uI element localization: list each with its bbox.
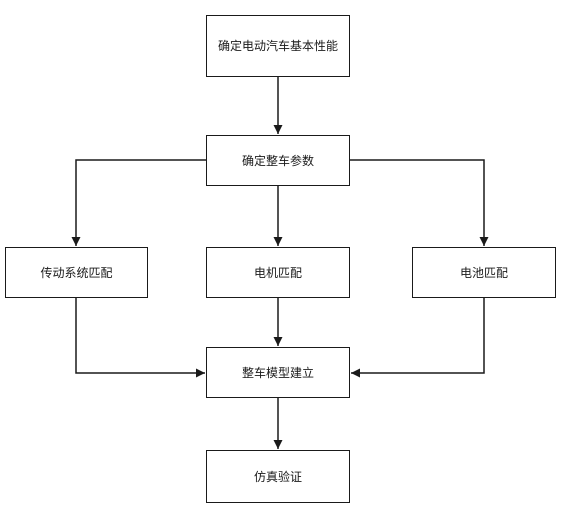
node-motor-matching-label: 电机匹配: [253, 265, 302, 280]
node-simulation-verification-label: 仿真验证: [253, 469, 302, 484]
node-transmission-matching: 传动系统匹配: [5, 247, 148, 298]
edge-battery-to-model: [351, 298, 485, 378]
node-vehicle-model: 整车模型建立: [206, 347, 350, 398]
node-battery-matching: 电池匹配: [412, 247, 556, 298]
edge-params-to-battery: [350, 159, 489, 246]
node-motor-matching: 电机匹配: [206, 247, 350, 298]
edge-transmission-to-model: [75, 298, 205, 378]
node-vehicle-parameters: 确定整车参数: [206, 135, 350, 186]
node-vehicle-model-label: 整车模型建立: [241, 365, 314, 380]
node-simulation-verification: 仿真验证: [206, 450, 350, 503]
node-basic-performance-label: 确定电动汽车基本性能: [217, 39, 338, 53]
node-transmission-matching-label: 传动系统匹配: [40, 265, 113, 280]
node-battery-matching-label: 电池匹配: [459, 265, 508, 280]
node-vehicle-parameters-label: 确定整车参数: [241, 153, 314, 168]
node-basic-performance: 确定电动汽车基本性能: [206, 15, 350, 77]
edge-params-to-transmission: [71, 159, 206, 246]
